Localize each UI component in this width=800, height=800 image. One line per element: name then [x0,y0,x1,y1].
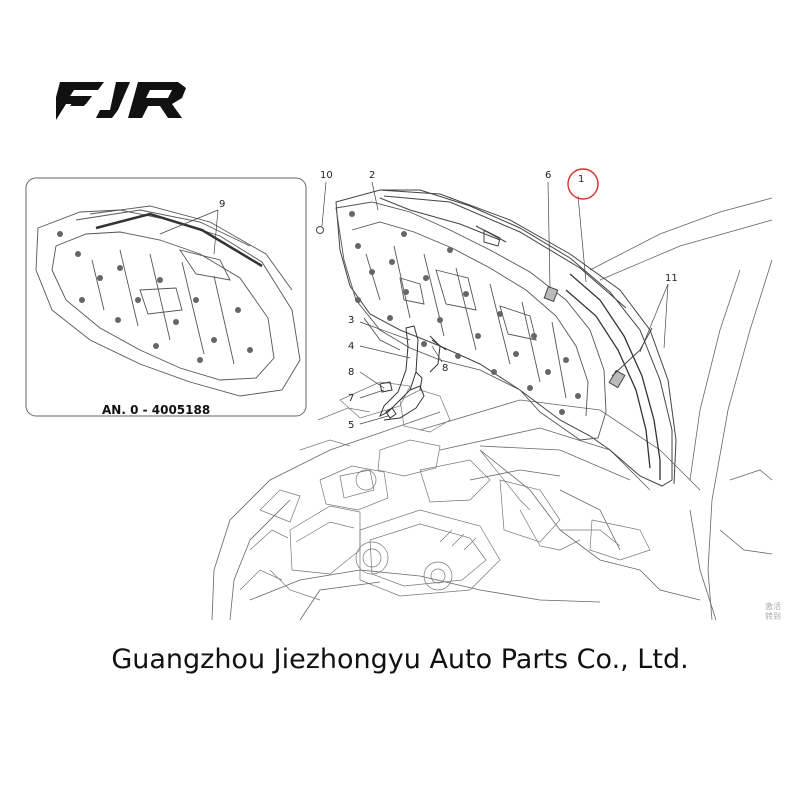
inset-frame [25,177,307,417]
inset-caption: AN. 0 - 4005188 [102,403,211,417]
fjr-logo [56,82,186,120]
inset-leaders [159,209,219,255]
hood-insulation-diagram: 9 [25,168,773,621]
pad-mount-dots [349,211,581,415]
hood-insulation-pad [335,201,607,441]
engine-bay [239,381,651,601]
callout-11: 11 [665,273,678,284]
callout-1: 1 [578,174,584,185]
callout-4: 4 [348,341,354,352]
callout-10: 10 [320,170,333,181]
callout-5: 5 [348,420,354,431]
hood-seal-strip [565,273,661,480]
highlight-circle [567,168,599,200]
hood-parts [316,225,653,389]
callout-leaders [321,181,669,425]
hinge-assembly [379,325,447,421]
inset-mount-dots [57,231,253,363]
watermark-line-2: 转到 [765,612,781,621]
hood-panel [335,189,677,487]
watermark-line-1: 激活 [765,602,781,611]
inset-hood-pad [35,205,301,397]
callout-3: 3 [348,315,354,326]
callout-8b: 8 [442,363,448,374]
callout-2: 2 [369,170,375,181]
company-name: Guangzhou Jiezhongyu Auto Parts Co., Ltd… [111,644,689,675]
callout-6: 6 [545,170,551,181]
watermark: 激活 转到 [765,602,781,622]
car-body-outline [211,197,773,621]
inset-callout-9: 9 [219,199,225,210]
callout-7: 7 [348,393,354,404]
callout-8a: 8 [348,367,354,378]
